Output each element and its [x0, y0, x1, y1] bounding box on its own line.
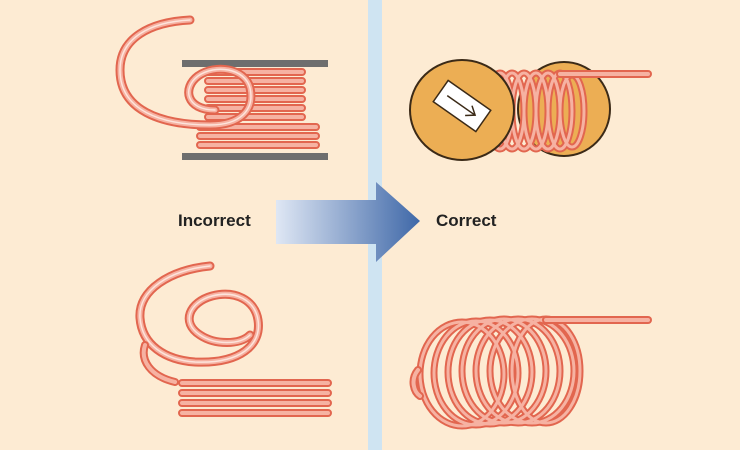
spool-front-flange	[409, 59, 515, 161]
direction-arrow-icon	[432, 79, 492, 133]
correct-unwind-from-spool	[409, 59, 652, 161]
rack-bottom-bar	[182, 153, 328, 160]
loose-wire-loop	[115, 15, 256, 130]
correct-result-neat-coil	[409, 315, 652, 430]
incorrect-unwind-from-rack	[115, 15, 328, 160]
incorrect-result-tangled-wire	[135, 261, 332, 417]
rack-top-bar	[182, 60, 328, 67]
correct-label: Correct	[436, 211, 497, 230]
right-arrow-icon	[276, 182, 420, 262]
incorrect-label: Incorrect	[178, 211, 251, 230]
